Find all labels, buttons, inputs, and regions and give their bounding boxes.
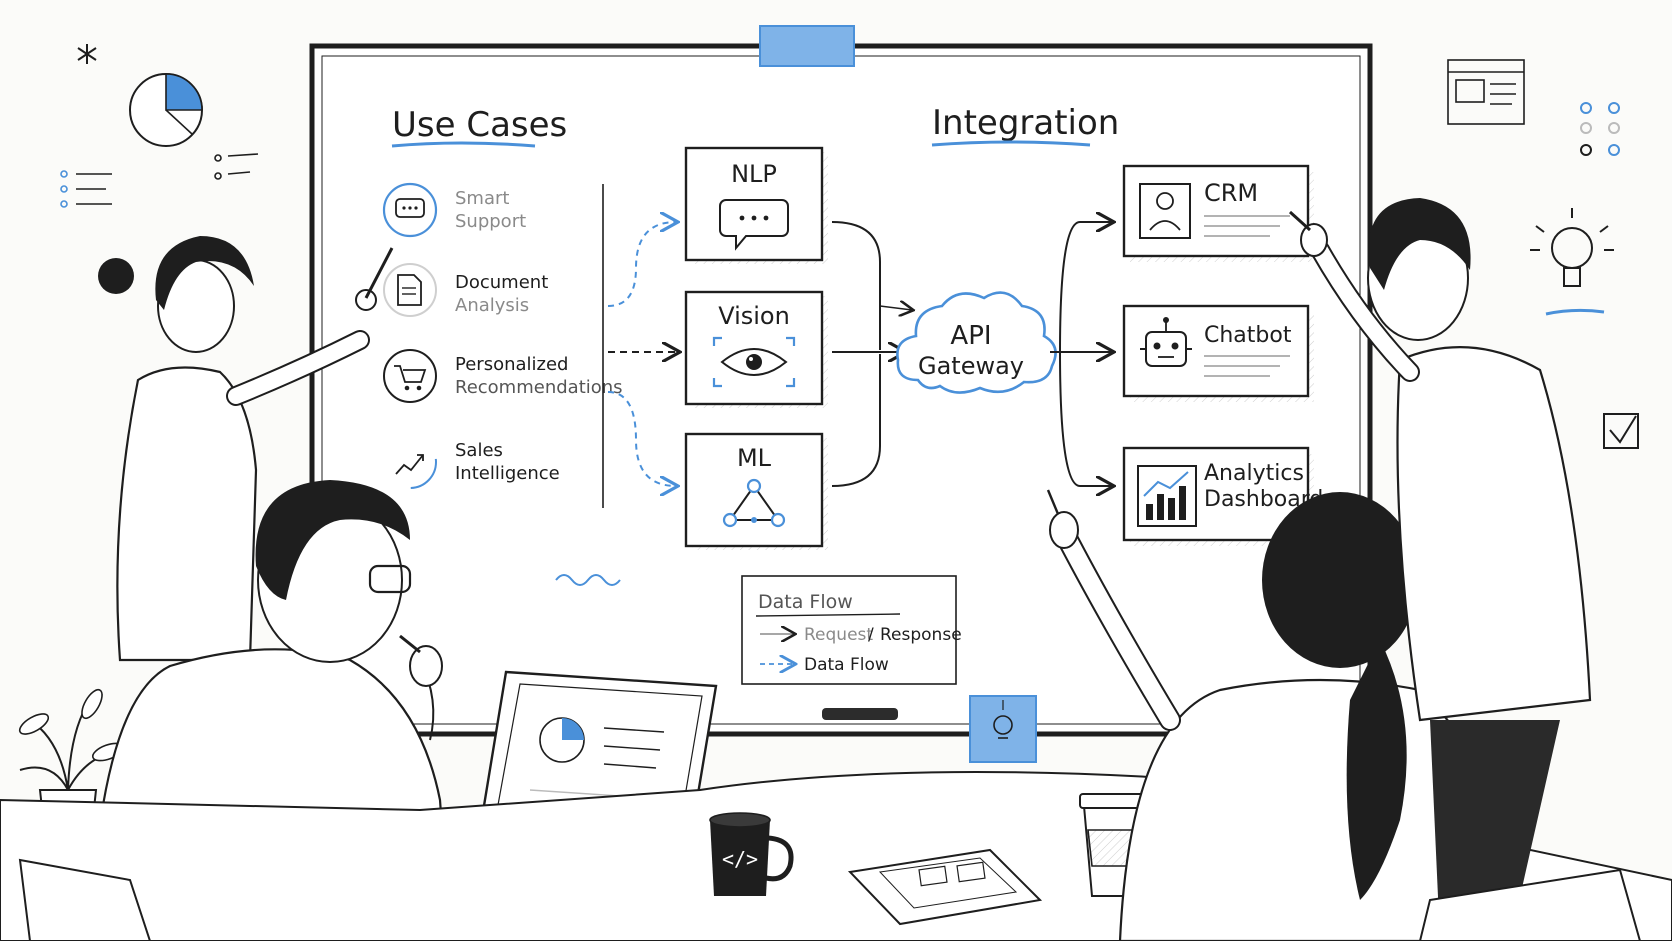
use-case-label-line2: Intelligence bbox=[455, 463, 560, 484]
person-pointing-front bbox=[1046, 489, 1512, 941]
lightbulb-doodle bbox=[1530, 208, 1614, 316]
use-case-label-line1: Smart bbox=[455, 188, 509, 209]
api-gateway-cloud: API Gateway bbox=[896, 291, 1057, 394]
legend-dataflow: Data Flow bbox=[804, 655, 889, 675]
chat-bubble-icon bbox=[719, 199, 789, 251]
output-box-chatbot: Chatbot bbox=[1122, 304, 1314, 402]
output-label-line1: CRM bbox=[1204, 179, 1258, 207]
use-cases-underline bbox=[391, 141, 536, 148]
network-icon bbox=[722, 478, 786, 528]
robot-icon bbox=[1140, 317, 1192, 367]
service-label: Vision bbox=[718, 302, 790, 330]
laptop-pie-chart-icon bbox=[539, 717, 585, 763]
use-case-connectors bbox=[602, 184, 678, 508]
use-case-item: Sales Intelligence bbox=[383, 435, 560, 489]
use-case-item: Personalized Recommendations bbox=[383, 349, 623, 403]
chair-left bbox=[18, 858, 152, 941]
chat-bubble-icon bbox=[395, 198, 425, 218]
dots-doodle bbox=[1580, 102, 1620, 156]
data-flow-legend: Data Flow Request / Response Data Flow bbox=[741, 575, 962, 685]
legend-title: Data Flow bbox=[758, 591, 853, 613]
use-case-label-line2: Recommendations bbox=[455, 377, 623, 398]
use-case-label-line2: Analysis bbox=[455, 295, 529, 316]
legend-separator: / bbox=[868, 625, 874, 645]
checkbox-doodle bbox=[1603, 413, 1639, 449]
trend-chart-icon bbox=[395, 454, 424, 475]
legend-response: Response bbox=[880, 625, 962, 645]
document-icon bbox=[397, 274, 422, 306]
service-label: NLP bbox=[731, 160, 777, 188]
use-case-label-line1: Sales bbox=[455, 440, 503, 461]
legend-request: Request bbox=[804, 625, 873, 645]
bar-chart-icon bbox=[1137, 465, 1197, 527]
use-case-label-line2: Support bbox=[455, 211, 526, 232]
code-icon: </> bbox=[722, 847, 758, 871]
gateway-line2: Gateway bbox=[918, 352, 1024, 380]
integration-outputs: CRM Chatbot bbox=[1122, 164, 1323, 546]
code-mug: </> bbox=[709, 812, 794, 896]
person-presenter-right bbox=[1288, 198, 1592, 941]
chair-right bbox=[1418, 868, 1642, 941]
use-cases-heading: Use Cases bbox=[392, 105, 567, 145]
service-box-vision: Vision bbox=[684, 290, 828, 408]
use-case-list: Smart Support Document Analysis Personal… bbox=[382, 182, 623, 489]
user-card-icon bbox=[1139, 183, 1191, 239]
integration-underline bbox=[931, 140, 1091, 147]
ai-services: NLP Vision ML bbox=[684, 146, 828, 550]
squiggle-doodle bbox=[555, 574, 621, 586]
person-presenter-left bbox=[98, 236, 394, 662]
service-box-nlp: NLP bbox=[684, 146, 828, 264]
output-label-line1: Analytics bbox=[1204, 461, 1304, 486]
output-box-analytics: Analytics Dashboard bbox=[1122, 446, 1323, 546]
use-case-label-line1: Personalized bbox=[455, 354, 568, 375]
tape-strip bbox=[759, 25, 855, 67]
pie-chart-doodle bbox=[129, 73, 203, 147]
use-case-label-line1: Document bbox=[455, 272, 548, 293]
spiral-notebook bbox=[847, 848, 1043, 926]
output-connectors bbox=[1050, 222, 1112, 486]
use-case-item: Document Analysis bbox=[383, 263, 548, 317]
integration-heading: Integration bbox=[932, 103, 1119, 143]
output-label-line1: Chatbot bbox=[1204, 323, 1292, 348]
whiteboard-marker-tray bbox=[822, 708, 898, 720]
eye-icon bbox=[712, 336, 796, 388]
shopping-cart-icon bbox=[394, 365, 427, 391]
browser-window-doodle bbox=[1447, 59, 1525, 125]
output-box-crm: CRM bbox=[1122, 164, 1314, 262]
asterisk-doodle bbox=[77, 44, 97, 64]
gateway-line1: API bbox=[950, 321, 991, 351]
service-connectors bbox=[831, 221, 912, 487]
service-box-ml: ML bbox=[684, 432, 828, 550]
use-case-item: Smart Support bbox=[382, 182, 526, 238]
service-label: ML bbox=[737, 444, 772, 472]
list-doodle bbox=[60, 153, 259, 208]
lightbulb-sticky-note bbox=[969, 695, 1037, 763]
